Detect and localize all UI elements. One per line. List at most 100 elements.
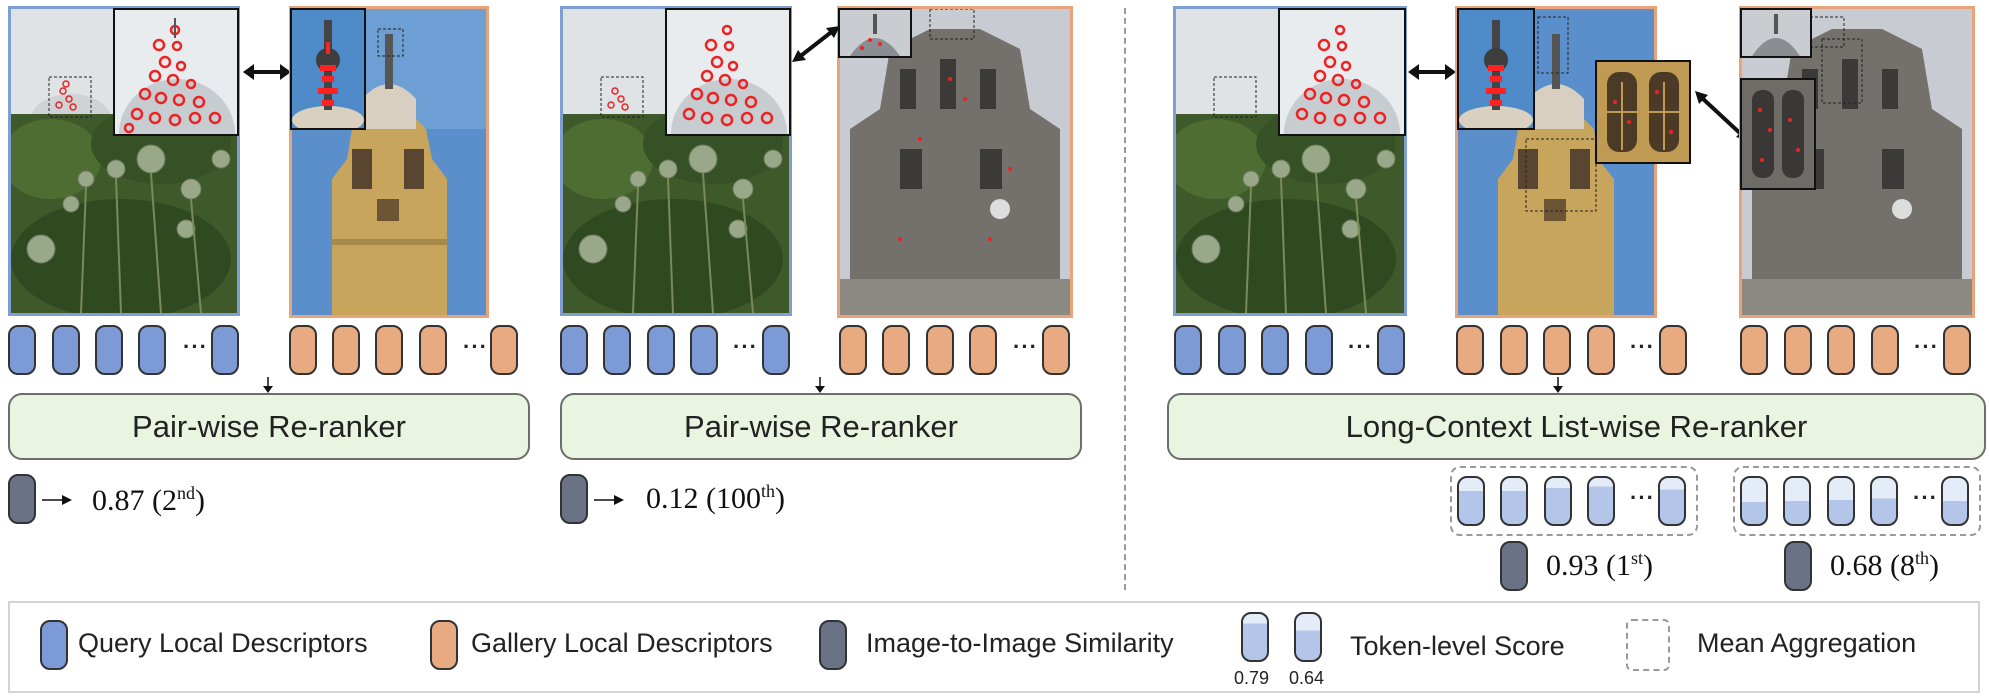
gallery-descriptor <box>969 325 997 375</box>
gallery-descriptor <box>1943 325 1971 375</box>
token-score <box>1740 476 1768 526</box>
legend-gallery-swatch <box>430 620 458 670</box>
match-arrow-1 <box>243 64 291 80</box>
legend-query-label: Query Local Descriptors <box>78 628 368 658</box>
mean-aggregation-box-2 <box>1733 466 1981 536</box>
similarity-score: 0.68 (8th) <box>1830 548 1940 582</box>
reranker-label: Pair-wise Re-ranker <box>684 408 958 444</box>
ellipsis: ··· <box>463 334 488 359</box>
query-descriptor <box>690 325 718 375</box>
gallery-zoom-inset-3a <box>1457 8 1535 130</box>
reranker-label: Long-Context List-wise Re-ranker <box>1345 408 1808 444</box>
token-score <box>1827 476 1855 526</box>
gallery-descriptor <box>1500 325 1528 375</box>
query-descriptor <box>603 325 631 375</box>
query-zoom-inset-2 <box>665 8 791 136</box>
legend-gallery-label: Gallery Local Descriptors <box>471 628 773 658</box>
similarity-score: 0.12 (100th) <box>646 481 786 515</box>
ellipsis: ··· <box>1630 485 1655 510</box>
legend-similarity-swatch <box>819 620 847 670</box>
reranker-label: Pair-wise Re-ranker <box>132 408 406 444</box>
down-arrow-1 <box>263 377 273 393</box>
gallery-descriptor <box>1587 325 1615 375</box>
legend-query-swatch <box>40 620 68 670</box>
legend-mean-label: Mean Aggregation <box>1697 628 1917 658</box>
gallery-image-2 <box>837 6 1073 318</box>
token-score <box>1457 476 1485 526</box>
gallery-descriptor <box>1659 325 1687 375</box>
query-image-3 <box>1173 6 1407 316</box>
match-arrow-3 <box>1408 64 1456 80</box>
query-descriptor <box>560 325 588 375</box>
query-descriptor <box>211 325 239 375</box>
query-descriptor <box>1174 325 1202 375</box>
legend-token-swatch-high <box>1241 612 1269 662</box>
down-arrow-2 <box>815 377 825 393</box>
ellipsis: ··· <box>733 334 758 359</box>
match-arrow-2 <box>792 26 840 62</box>
query-descriptor <box>1377 325 1405 375</box>
gallery-descriptor <box>1456 325 1484 375</box>
ellipsis: ··· <box>1348 334 1373 359</box>
gallery-descriptor <box>1042 325 1070 375</box>
similarity-score: 0.87 (2nd) <box>92 483 205 517</box>
mean-aggregation-box-1 <box>1450 466 1698 536</box>
similarity-token <box>1500 541 1528 591</box>
legend-similarity-label: Image-to-Image Similarity <box>866 628 1174 658</box>
gallery-zoom-inset-3b <box>1595 60 1691 164</box>
gallery-descriptor <box>419 325 447 375</box>
token-score <box>1500 476 1528 526</box>
gallery-descriptor <box>926 325 954 375</box>
query-descriptor <box>762 325 790 375</box>
query-descriptor <box>1305 325 1333 375</box>
down-arrow-3 <box>1553 377 1563 393</box>
similarity-token <box>560 474 588 524</box>
gallery-descriptor <box>1543 325 1571 375</box>
query-zoom-inset-3 <box>1278 8 1406 136</box>
gallery-descriptor <box>1827 325 1855 375</box>
query-descriptor <box>647 325 675 375</box>
legend-token-swatch-low <box>1294 612 1322 662</box>
token-score <box>1587 476 1615 526</box>
gallery-zoom-inset-3c <box>1740 8 1812 58</box>
right-arrow <box>42 495 72 505</box>
listwise-reranker: Long-Context List-wise Re-ranker <box>1167 393 1986 460</box>
query-descriptor <box>95 325 123 375</box>
gallery-zoom-inset-2 <box>838 8 912 58</box>
gallery-descriptor <box>332 325 360 375</box>
similarity-score: 0.93 (1st) <box>1546 548 1654 582</box>
legend <box>8 601 1980 693</box>
query-descriptor <box>52 325 80 375</box>
gallery-descriptor <box>1784 325 1812 375</box>
gallery-zoom-inset-3d <box>1740 78 1816 190</box>
ellipsis: ··· <box>1914 334 1939 359</box>
query-descriptor <box>8 325 36 375</box>
legend-token-value-high: 0.79 <box>1234 668 1270 688</box>
pairwise-reranker-2: Pair-wise Re-ranker <box>560 393 1082 460</box>
pairwise-reranker-1: Pair-wise Re-ranker <box>8 393 530 460</box>
gallery-descriptor <box>375 325 403 375</box>
query-descriptor <box>138 325 166 375</box>
gallery-descriptor <box>882 325 910 375</box>
ellipsis: ··· <box>1913 485 1938 510</box>
ellipsis: ··· <box>1013 334 1038 359</box>
token-score <box>1783 476 1811 526</box>
query-zoom-inset-1 <box>113 8 239 136</box>
ellipsis: ··· <box>1630 334 1655 359</box>
similarity-token <box>8 474 36 524</box>
legend-token-value-low: 0.64 <box>1289 668 1325 688</box>
similarity-token <box>1784 541 1812 591</box>
query-descriptor <box>1261 325 1289 375</box>
token-score <box>1544 476 1572 526</box>
gallery-zoom-inset-1 <box>290 8 366 130</box>
gallery-descriptor <box>839 325 867 375</box>
gallery-descriptor <box>490 325 518 375</box>
section-divider <box>1124 8 1126 590</box>
right-arrow <box>594 495 624 505</box>
gallery-descriptor <box>1740 325 1768 375</box>
query-descriptor <box>1218 325 1246 375</box>
token-score <box>1870 476 1898 526</box>
token-score <box>1941 476 1969 526</box>
gallery-descriptor <box>289 325 317 375</box>
gallery-descriptor <box>1871 325 1899 375</box>
